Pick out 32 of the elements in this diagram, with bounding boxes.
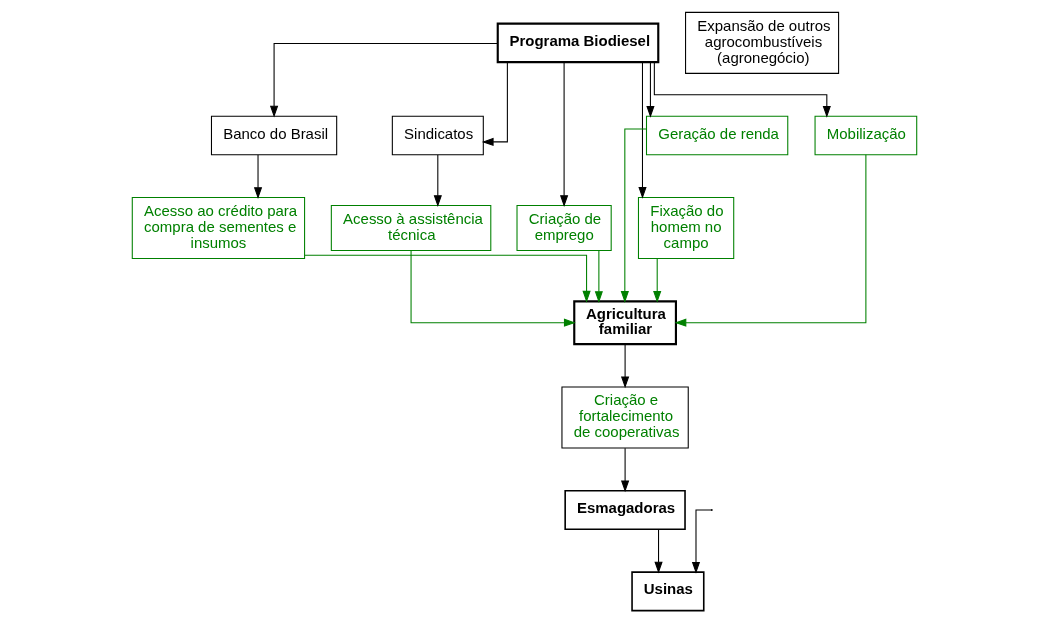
- node-box: Acesso ao crédito para compra de sementes e insumos: [131, 197, 306, 260]
- node-box: Sindicatos: [391, 115, 484, 156]
- node-box: Fixação do homem no campo: [637, 197, 735, 260]
- arrow: [620, 447, 630, 493]
- arrow: [691, 509, 712, 574]
- arrow: [304, 254, 591, 303]
- arrow: [620, 128, 647, 303]
- arrow: [653, 258, 662, 303]
- node-box: Geração de renda: [645, 115, 789, 156]
- arrow: [654, 528, 663, 574]
- arrow: [410, 250, 576, 327]
- arrow: [674, 154, 867, 327]
- node-box: Mobilização: [814, 115, 918, 156]
- node-box: Expansão de outros agrocombustíveis (agronegócio): [685, 11, 840, 74]
- arrow: [638, 61, 647, 199]
- node-box: Acesso à assistência técnica: [330, 205, 492, 252]
- arrow: [559, 61, 569, 207]
- arrow: [269, 42, 498, 118]
- node-box: Banco do Brasil: [210, 115, 338, 156]
- arrow: [646, 61, 655, 118]
- arrow: [433, 154, 442, 208]
- arrow: [594, 250, 603, 303]
- arrow: [481, 61, 508, 146]
- arrow: [653, 61, 831, 118]
- node-box: Usinas: [631, 571, 705, 612]
- node-box: Criação de emprego: [516, 205, 612, 252]
- node-box: Esmagadoras: [564, 489, 686, 531]
- arrow: [253, 154, 263, 200]
- node-box: Agricultura familiar: [573, 300, 677, 346]
- node-box: Programa Biodiesel: [496, 22, 660, 64]
- arrow: [620, 343, 630, 389]
- node-box: Criação e fortalecimento de cooperativas: [561, 386, 689, 449]
